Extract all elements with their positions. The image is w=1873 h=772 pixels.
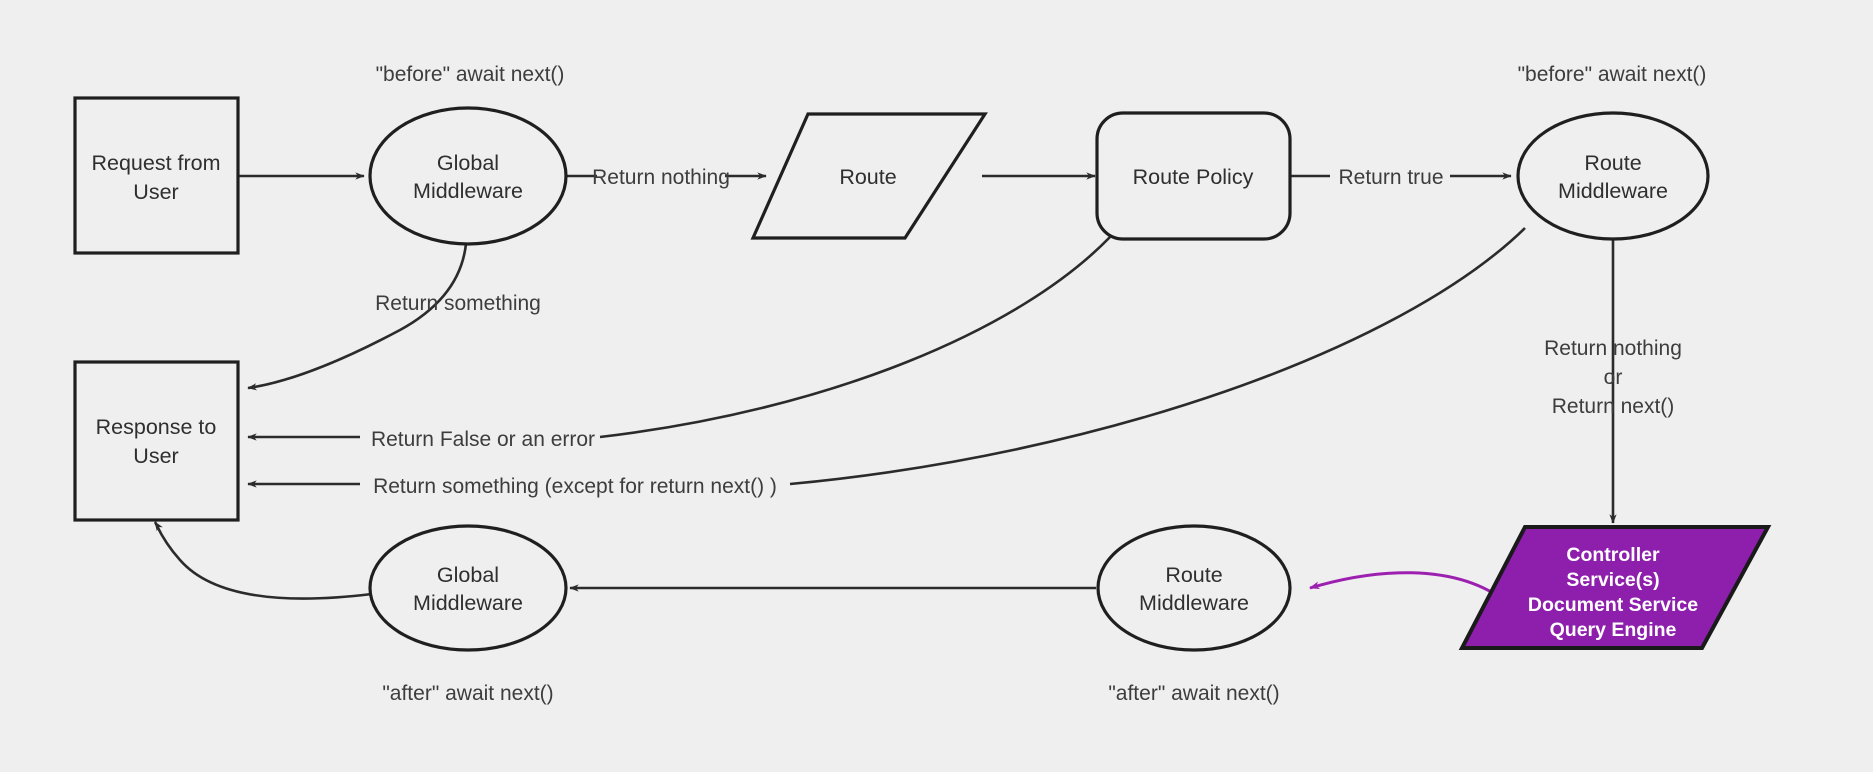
node-request-from-user-line1: Request from	[91, 151, 220, 175]
node-global-middleware-top-line2: Middleware	[413, 179, 523, 203]
node-response-to-user[interactable]: Response to User	[73, 360, 240, 522]
edge-global-middleware-bottom-to-response	[153, 521, 373, 600]
node-controller-services-line1: Controller	[1566, 544, 1660, 566]
node-controller-services-line4: Query Engine	[1550, 619, 1677, 641]
node-global-middleware-bottom-line2: Middleware	[413, 591, 523, 615]
node-route-policy-label: Route Policy	[1133, 165, 1254, 189]
node-route-middleware-bottom[interactable]: Route Middleware	[1096, 524, 1292, 652]
node-response-to-user-line2: User	[133, 444, 178, 468]
caption-after-await-next-route: "after" await next()	[1108, 682, 1279, 705]
node-global-middleware-bottom-line1: Global	[437, 563, 499, 587]
edge-route-policy-return-false	[599, 236, 1111, 439]
node-route-policy[interactable]: Route Policy	[1095, 111, 1292, 241]
node-global-middleware-top-line1: Global	[437, 151, 499, 175]
node-route-middleware-bottom-line1: Route	[1165, 563, 1222, 587]
edge-label-return-true: Return true	[1338, 166, 1443, 189]
edge-label-return-nothing-or-next-line1: Return nothing	[1544, 337, 1682, 360]
edge-label-return-false-or-error: Return False or an error	[371, 428, 595, 451]
edge-controller-to-route-middleware-bottom	[1309, 571, 1510, 606]
node-controller-services[interactable]: Controller Service(s) Document Service Q…	[1458, 525, 1772, 650]
node-route-middleware-bottom-line2: Middleware	[1139, 591, 1249, 615]
node-route-middleware-top-line1: Route	[1584, 151, 1641, 175]
node-request-from-user[interactable]: Request from User	[73, 96, 240, 255]
caption-after-await-next-global: "after" await next()	[382, 682, 553, 705]
edge-route-middleware-return-something-except	[789, 227, 1526, 486]
node-route-label: Route	[839, 165, 896, 189]
edge-label-return-nothing-or-next-line3: Return next()	[1552, 395, 1675, 418]
caption-before-await-next-route: "before" await next()	[1518, 63, 1707, 86]
node-route[interactable]: Route	[750, 112, 988, 240]
node-controller-services-line2: Service(s)	[1566, 569, 1659, 591]
node-global-middleware-top[interactable]: Global Middleware	[368, 106, 568, 246]
node-route-middleware-top[interactable]: Route Middleware	[1516, 111, 1710, 241]
edge-global-middleware-return-something	[247, 219, 468, 391]
node-global-middleware-bottom[interactable]: Global Middleware	[368, 524, 568, 652]
caption-before-await-next-global: "before" await next()	[376, 63, 565, 86]
edge-label-return-something-except-next: Return something (except for return next…	[373, 475, 777, 498]
edge-label-return-nothing: Return nothing	[592, 166, 730, 189]
node-response-to-user-line1: Response to	[96, 415, 217, 439]
edge-label-return-something: Return something	[375, 292, 541, 315]
node-route-middleware-top-line2: Middleware	[1558, 179, 1668, 203]
edge-label-return-nothing-or-next-line2: or	[1604, 366, 1623, 389]
node-request-from-user-line2: User	[133, 180, 178, 204]
node-controller-services-line3: Document Service	[1528, 594, 1698, 616]
